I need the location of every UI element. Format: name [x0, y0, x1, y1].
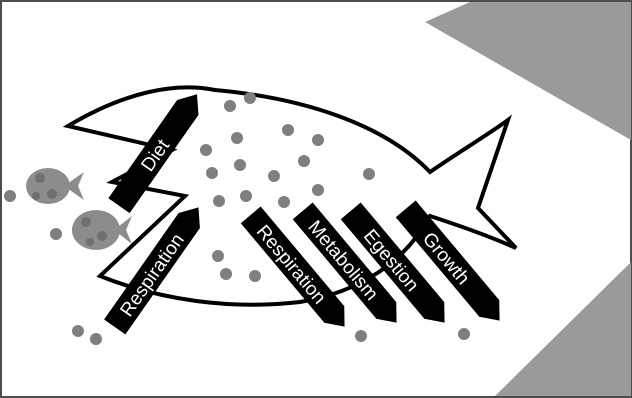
energy-flow-diagram: Diet Respiration Respiration Metabolism …: [0, 0, 632, 398]
diagram-canvas: Diet Respiration Respiration Metabolism …: [0, 0, 632, 398]
